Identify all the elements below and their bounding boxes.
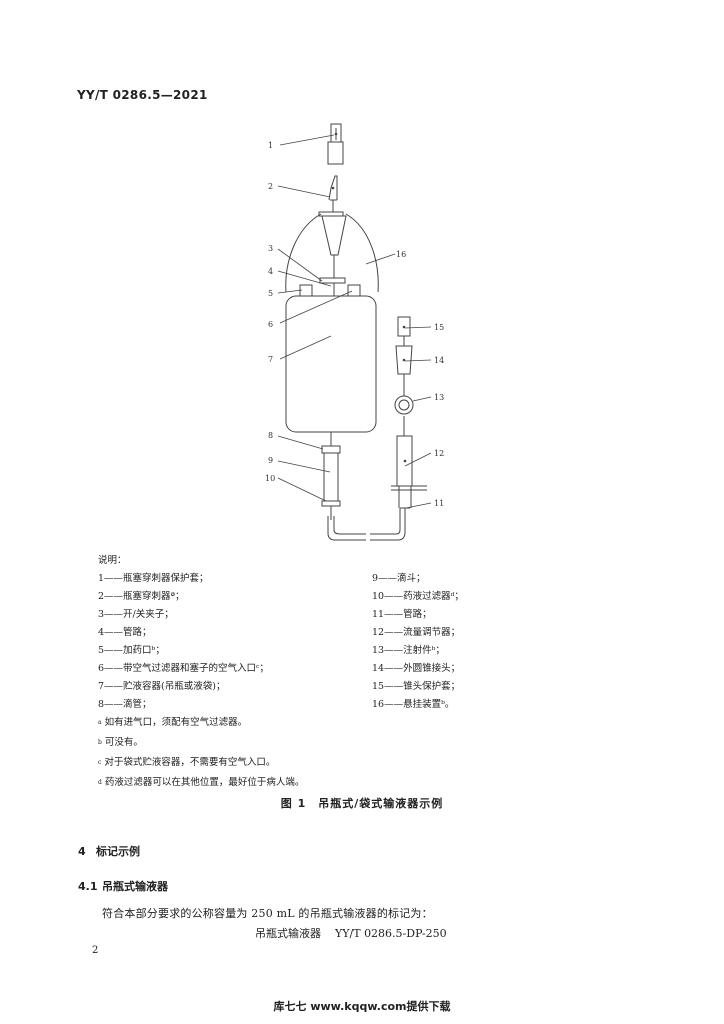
note-mark: b <box>98 739 102 746</box>
legend-item: 1——瓶塞穿刺器保护套； <box>98 573 209 584</box>
legend-item: 6——带空气过滤器和塞子的空气入口ᶜ； <box>98 663 269 674</box>
download-footer: 库七七 www.kqqw.com提供下载 <box>273 1000 451 1013</box>
callout-7: 7 <box>268 355 273 364</box>
note-mark: a <box>98 719 102 726</box>
legend-item: 16——悬挂装置ᵇ。 <box>372 699 455 710</box>
callout-4: 4 <box>268 267 273 276</box>
legend-item: 4——管路； <box>98 627 152 638</box>
callout-13: 13 <box>434 393 444 402</box>
legend-item: 8——滴管； <box>98 699 152 710</box>
callout-12: 12 <box>434 449 444 458</box>
subsection-heading: 4.1 吊瓶式输液器 <box>78 878 168 894</box>
callout-9: 9 <box>268 456 273 465</box>
body-paragraph: 符合本部分要求的公称容量为 250 mL 的吊瓶式输液器的标记为： <box>102 907 433 920</box>
legend-item: 15——锥头保护套； <box>372 681 461 692</box>
document-code: YY/T 0286.5—2021 <box>77 88 208 102</box>
legend-item: 5——加药口ᵇ； <box>98 645 165 656</box>
note-text: 如有进气口，须配有空气过滤器。 <box>104 717 248 728</box>
section-heading: 4 标记示例 <box>78 843 140 859</box>
callout-2: 2 <box>268 182 273 191</box>
subsection-title: 吊瓶式输液器 <box>102 880 168 893</box>
legend-title: 说明： <box>98 555 127 566</box>
section-title: 标记示例 <box>96 845 140 858</box>
legend-item: 3——开/关夹子； <box>98 609 174 620</box>
section-number: 4 <box>78 845 86 858</box>
callout-14: 14 <box>434 356 444 365</box>
callout-11: 11 <box>434 499 444 508</box>
note-text: 药液过滤器可以在其他位置，最好位于病人端。 <box>104 777 305 788</box>
legend-item: 14——外圆锥接头； <box>372 663 461 674</box>
infusion-set-figure: 1 2 3 4 5 6 7 8 9 10 11 12 13 14 15 16 <box>265 123 444 541</box>
note-mark: c <box>98 759 102 766</box>
marking-name: 吊瓶式输液器 <box>255 927 321 940</box>
legend-item: 12——流量调节器； <box>372 627 461 638</box>
subsection-number: 4.1 <box>78 880 98 893</box>
legend-item: 9——滴斗； <box>372 573 426 584</box>
note-mark: d <box>98 779 102 786</box>
legend-item: 13——注射件ᵇ； <box>372 645 445 656</box>
legend-item: 2——瓶塞穿刺器ª； <box>98 591 185 602</box>
callout-5: 5 <box>268 289 273 298</box>
callout-1: 1 <box>268 141 273 150</box>
legend-right-column: 9——滴斗； 10——药液过滤器ᵈ； 11——管路； 12——流量调节器； 13… <box>372 570 464 714</box>
legend-item: 7——贮液容器(吊瓶或液袋)； <box>98 681 226 692</box>
note-text: 可没有。 <box>104 737 143 748</box>
callout-3: 3 <box>268 244 273 253</box>
marking-code: YY/T 0286.5-DP-250 <box>335 927 447 940</box>
callout-10: 10 <box>265 474 275 483</box>
page-number: 2 <box>92 945 99 956</box>
callout-15: 15 <box>434 323 444 332</box>
legend-item: 11——管路； <box>372 609 432 620</box>
legend-item: 10——药液过滤器ᵈ； <box>372 591 464 602</box>
note-text: 对于袋式贮液容器，不需要有空气入口。 <box>104 757 276 768</box>
callout-16: 16 <box>396 250 406 259</box>
marking-example: 吊瓶式输液器 YY/T 0286.5-DP-250 <box>255 925 447 941</box>
callout-6: 6 <box>268 320 273 329</box>
legend-left-column: 1——瓶塞穿刺器保护套； 2——瓶塞穿刺器ª； 3——开/关夹子； 4——管路；… <box>98 570 269 714</box>
callout-8: 8 <box>268 431 273 440</box>
figure-caption: 图 1 吊瓶式/袋式输液器示例 <box>280 797 444 810</box>
